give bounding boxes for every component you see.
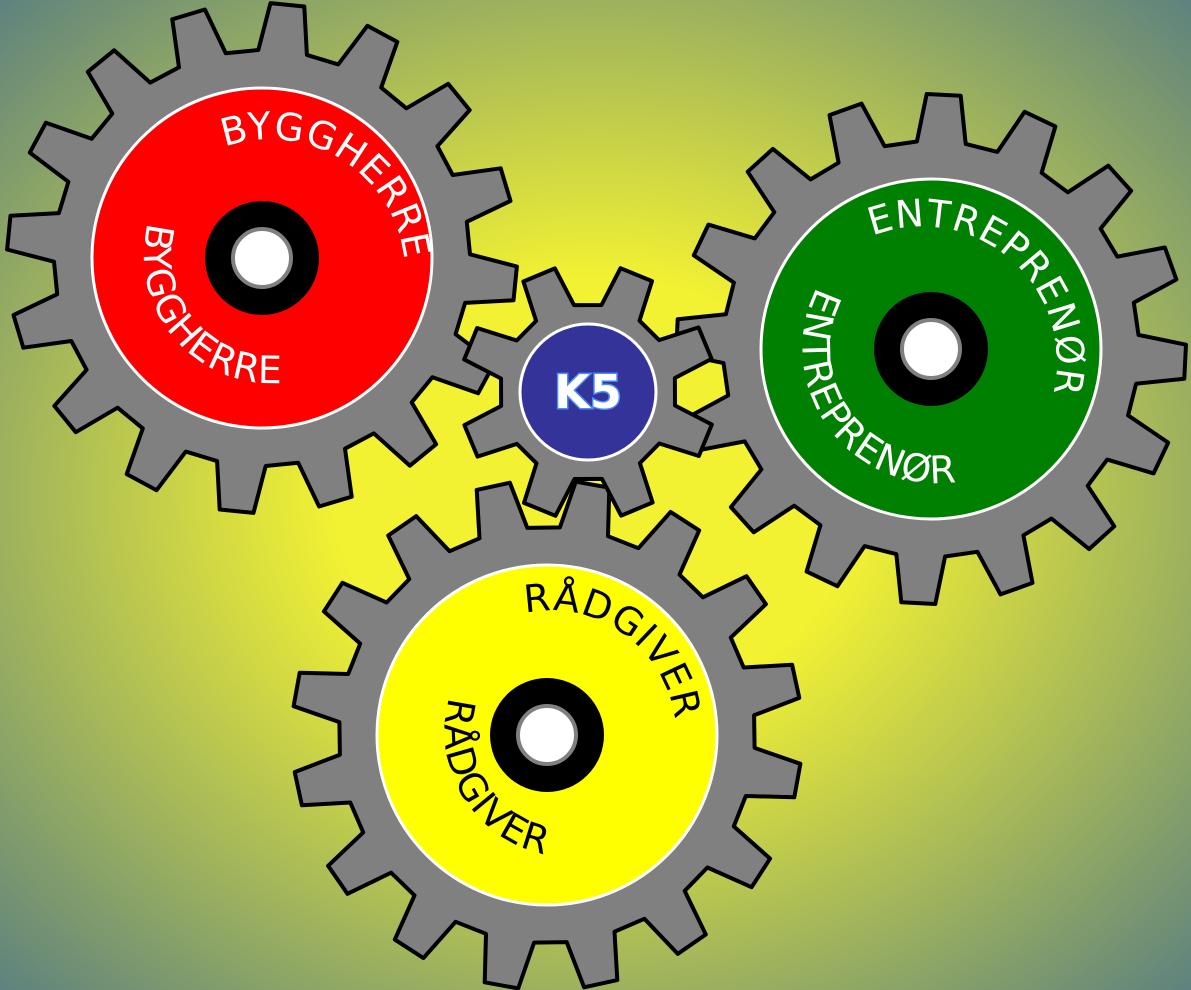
- radgiver-hub-hole: [518, 706, 576, 764]
- entreprenor-hub-hole: [902, 320, 960, 378]
- bygghere-hub-hole: [233, 229, 291, 287]
- k5-logo: K5: [554, 365, 622, 419]
